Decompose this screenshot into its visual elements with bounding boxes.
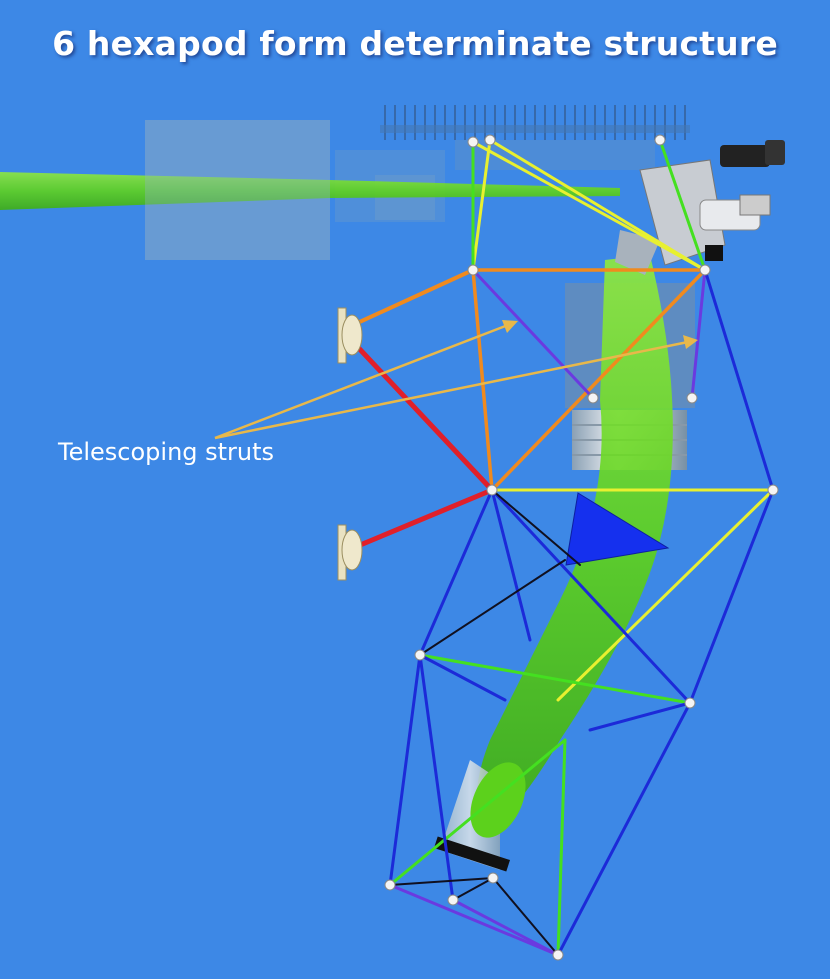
ruler-ticks	[384, 105, 686, 140]
prism	[565, 492, 670, 566]
detector-assembly	[615, 140, 785, 275]
curved-laser-beam	[476, 255, 673, 824]
strut-nodes	[384, 134, 779, 961]
wall-mount-lower	[337, 524, 363, 581]
lower-plate	[434, 836, 510, 872]
telescoping-struts-label: Telescoping struts	[58, 438, 275, 466]
beam-housing	[145, 120, 330, 260]
wall-mount-upper	[337, 307, 363, 364]
beam-end	[470, 762, 526, 838]
struts	[350, 138, 775, 957]
callout-arrows	[214, 320, 698, 440]
slide-title: 6 hexapod form determinate structure	[52, 24, 778, 63]
horizontal-laser-beam	[0, 172, 620, 210]
